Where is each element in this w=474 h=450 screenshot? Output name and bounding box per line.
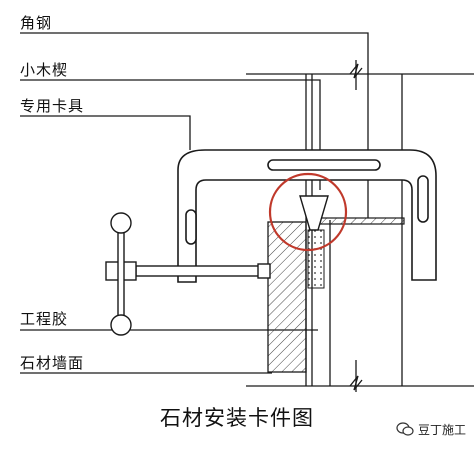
angle-steel (317, 217, 405, 225)
special-clamp (177, 149, 437, 283)
watermark-text: 豆丁施工 (417, 422, 466, 437)
label-engineering-glue: 工程胶 (20, 310, 69, 328)
leader-special-clamp (20, 115, 191, 150)
label-special-clamp: 专用卡具 (20, 97, 85, 115)
label-small-wedge: 小木楔 (20, 61, 69, 79)
small-wedge (299, 195, 329, 231)
stone-slab (267, 221, 307, 373)
engineering-glue-fill (307, 229, 325, 289)
clamp-screw (105, 212, 271, 336)
figure-caption: 石材安装卡件图 (160, 406, 314, 430)
label-angle-steel: 角钢 (20, 14, 53, 32)
wechat-icon (396, 422, 414, 436)
watermark: 豆丁施工 (396, 418, 466, 440)
highlight-circle (268, 172, 348, 252)
label-stone-wall-surface: 石材墙面 (20, 354, 85, 372)
